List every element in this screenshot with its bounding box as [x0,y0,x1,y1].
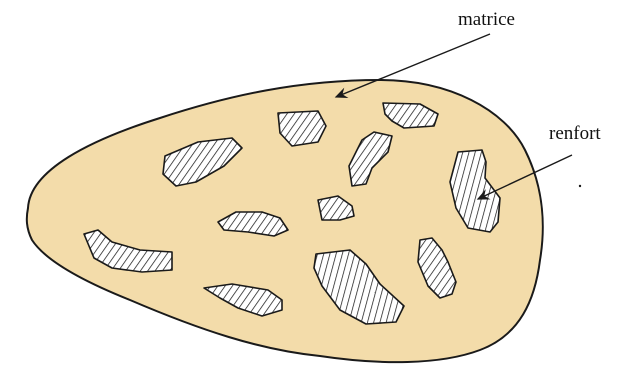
label-matrice: matrice [458,9,515,30]
stray-dot [579,185,581,187]
label-renfort: renfort [549,123,601,144]
